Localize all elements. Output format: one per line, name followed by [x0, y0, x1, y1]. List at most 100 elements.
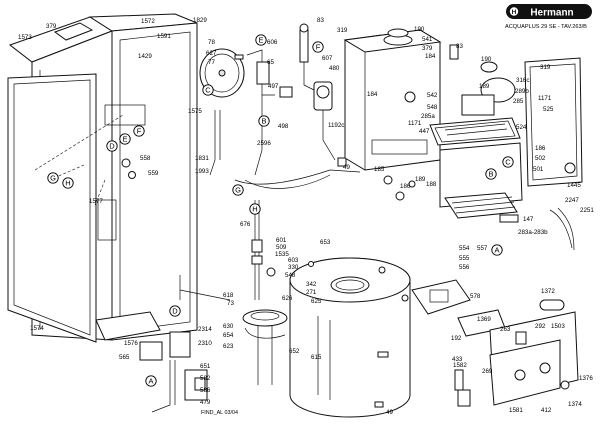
part-number-c-555: 555 [459, 255, 470, 262]
part-number-c-433: 433 [452, 356, 463, 363]
marker-l-e2: E [119, 133, 131, 145]
part-number-c-1372: 1372 [541, 288, 555, 295]
rear-panel [524, 57, 583, 187]
part-number-c-342: 342 [306, 281, 317, 288]
part-number-c-49a: 49 [343, 164, 350, 171]
expansion-vessel [199, 48, 245, 98]
part-number-c-542: 542 [427, 92, 438, 99]
heat-exchanger [429, 61, 521, 146]
part-number-c-541: 541 [422, 36, 433, 43]
part-number-c-1503: 1503 [551, 323, 565, 330]
part-number-c-185: 185 [374, 166, 385, 173]
marker-letter: A [494, 246, 499, 255]
part-number-c-601: 601 [276, 237, 287, 244]
marker-l-f1: F [312, 41, 324, 53]
part-number-c-1577: 1577 [89, 198, 103, 205]
marker-l-c1: C [202, 84, 214, 96]
marker-l-a1: A [491, 244, 503, 256]
part-number-c-2314: 2314 [198, 326, 212, 333]
part-number-c-654: 654 [223, 332, 234, 339]
marker-l-g1: G [47, 172, 59, 184]
brand-name: Hermann [530, 7, 573, 18]
part-number-c-501: 501 [533, 166, 544, 173]
part-number-c-1829: 1829 [193, 17, 207, 24]
part-number-c-283: 283a-283b [518, 229, 548, 236]
marker-circle [255, 34, 267, 46]
part-number-c-263: 263 [500, 326, 511, 333]
part-number-c-607: 607 [322, 55, 333, 62]
marker-letter: F [316, 43, 321, 52]
part-number-c-289b: 289b [515, 88, 529, 95]
part-number-c-2596: 2596 [257, 140, 271, 147]
part-number-c-653: 653 [320, 239, 331, 246]
marker-letter: C [205, 86, 211, 95]
part-number-c-1572: 1572 [141, 18, 155, 25]
part-number-c-676: 676 [240, 221, 251, 228]
part-number-c-190a: 190 [414, 26, 425, 33]
part-number-c-1374: 1374 [568, 401, 582, 408]
marker-circle [119, 133, 131, 145]
part-number-c-147: 147 [523, 216, 534, 223]
part-number-c-582: 582 [200, 375, 211, 382]
part-number-c-627: 627 [206, 50, 217, 57]
part-number-c-1192c: 1192c [328, 122, 344, 129]
part-number-c-77: 77 [208, 59, 215, 66]
part-number-c-565: 565 [119, 354, 130, 361]
marker-letter: G [235, 186, 241, 195]
part-number-c-586: 586 [200, 387, 211, 394]
part-number-c-189b: 189 [415, 176, 426, 183]
part-number-c-1369: 1369 [477, 316, 491, 323]
part-number-c-497: 497 [268, 83, 279, 90]
part-number-c-1575: 1575 [188, 108, 202, 115]
marker-letter: F [137, 127, 142, 136]
gas-valve [139, 331, 208, 413]
part-number-c-330: 330 [288, 264, 299, 271]
part-number-c-83a: 83 [317, 17, 324, 24]
part-number-c-285a: 285a [421, 113, 435, 120]
burner [439, 142, 575, 251]
part-number-c-554: 554 [459, 245, 470, 252]
part-number-c-2310: 2310 [198, 340, 212, 347]
marker-letter: D [172, 307, 178, 316]
part-number-c-1831: 1831 [195, 155, 209, 162]
marker-circle [202, 84, 214, 96]
part-number-c-556: 556 [459, 264, 470, 271]
part-number-c-652: 652 [289, 348, 300, 355]
part-number-c-188: 188 [426, 181, 437, 188]
part-number-c-559: 559 [148, 170, 159, 177]
part-number-c-1581: 1581 [509, 407, 523, 414]
marker-letter: B [488, 170, 493, 179]
part-number-c-184a: 184 [425, 53, 436, 60]
part-number-c-83b: 83 [456, 43, 463, 50]
part-number-c-578: 578 [470, 293, 481, 300]
marker-circle [502, 156, 514, 168]
marker-letter: B [261, 117, 266, 126]
svg-text:H: H [512, 9, 517, 16]
part-number-c-1574: 1574 [30, 325, 44, 332]
part-number-c-78: 78 [208, 39, 215, 46]
part-number-c-480: 480 [329, 65, 340, 72]
marker-circle [232, 184, 244, 196]
part-number-c-379a: 379 [46, 23, 57, 30]
boiler-casing [7, 13, 198, 343]
part-number-c-548: 548 [427, 104, 438, 111]
part-number-c-186b: 186 [400, 183, 411, 190]
part-number-c-524: 524 [516, 124, 527, 131]
part-number-c-190b: 190 [481, 56, 492, 63]
part-number-c-1591: 1591 [157, 33, 171, 40]
part-number-c-557: 557 [477, 245, 488, 252]
part-number-c-269: 269 [482, 368, 493, 375]
marker-circle [258, 115, 270, 127]
part-number-c-606: 606 [267, 39, 278, 46]
water-cylinder [289, 257, 411, 418]
part-number-c-509: 509 [276, 244, 287, 251]
part-number-c-316c: 316c [516, 77, 529, 84]
part-number-c-285: 285 [513, 98, 524, 105]
part-number-c-1171a: 1171 [408, 120, 422, 127]
marker-l-c2: C [502, 156, 514, 168]
marker-letter: H [252, 205, 257, 214]
part-number-c-189: 189 [479, 83, 490, 90]
